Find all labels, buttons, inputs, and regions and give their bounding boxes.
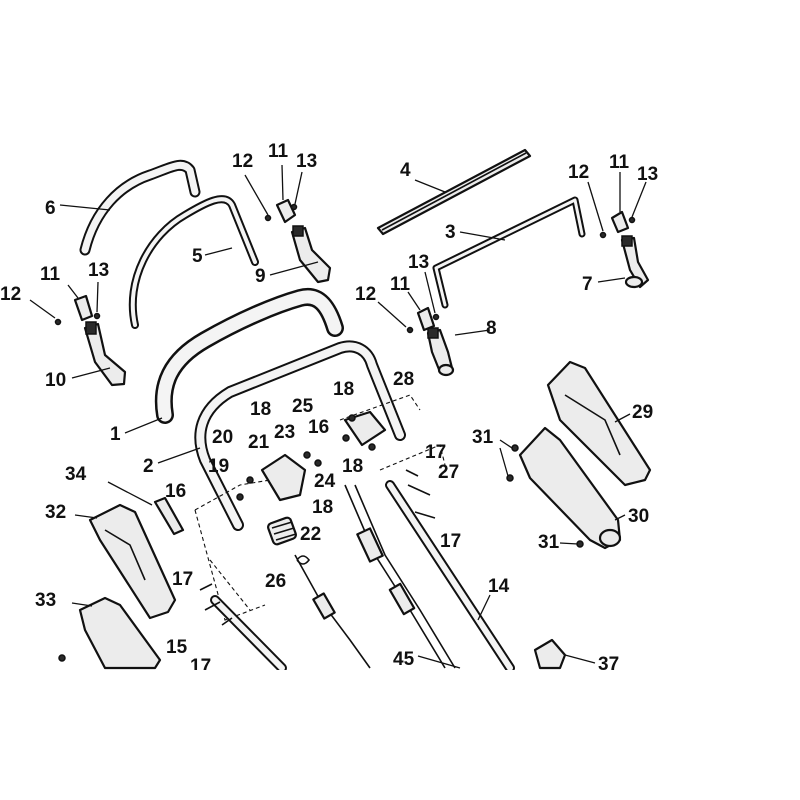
clamp-group	[54, 198, 636, 334]
label-part-12-b: 12	[0, 284, 21, 305]
label-part-14: 14	[488, 576, 510, 597]
label-part-45: 45	[393, 649, 415, 670]
label-part-4: 4	[400, 160, 411, 181]
label-part-18-c: 18	[342, 456, 363, 477]
part-3-rod	[432, 196, 586, 309]
label-part-18-b: 18	[250, 399, 271, 420]
part-34-strip	[153, 496, 185, 536]
label-part-22: 22	[300, 524, 321, 545]
label-part-37: 37	[598, 654, 619, 675]
label-part-31-a: 31	[472, 427, 494, 448]
label-part-7: 7	[582, 274, 593, 295]
control-assembly	[236, 410, 387, 546]
label-part-9: 9	[255, 266, 266, 287]
label-part-13-d: 13	[637, 164, 658, 185]
label-part-17-c: 17	[172, 569, 193, 590]
part-14-lower-tube	[385, 480, 515, 673]
part-33-frame	[58, 596, 162, 670]
label-part-11-c: 11	[390, 274, 411, 295]
bottom-whitespace	[0, 670, 800, 800]
part-30-frame	[506, 426, 622, 550]
part-37-knob	[533, 638, 567, 670]
label-part-15: 15	[166, 637, 188, 658]
label-part-21: 21	[248, 432, 270, 453]
part-1-bail-bar	[154, 287, 344, 424]
label-part-6: 6	[45, 198, 56, 219]
label-part-5: 5	[192, 246, 203, 267]
label-part-30: 30	[628, 506, 649, 527]
part-45-lower-tube	[210, 595, 287, 673]
label-part-13-b: 13	[88, 260, 109, 281]
label-part-26: 26	[265, 571, 286, 592]
label-part-16-a: 16	[308, 417, 329, 438]
label-part-25: 25	[292, 396, 314, 417]
label-part-20: 20	[212, 427, 233, 448]
label-part-12-c: 12	[355, 284, 376, 305]
label-part-13-a: 13	[296, 151, 317, 172]
part-9-bracket	[290, 225, 332, 284]
label-part-17-b: 17	[440, 531, 461, 552]
part-7-bracket	[620, 235, 650, 289]
assembly-dashed-lines	[194, 394, 446, 621]
label-part-18-a: 18	[333, 379, 354, 400]
label-part-17-a: 17	[425, 442, 446, 463]
label-part-10: 10	[45, 370, 66, 391]
label-part-13-c: 13	[408, 252, 429, 273]
part-6-upper-handle	[79, 159, 201, 256]
label-part-23: 23	[274, 422, 295, 443]
part-29-cover	[546, 360, 652, 487]
label-part-11-b: 11	[40, 264, 61, 285]
part-32-cover	[88, 503, 177, 620]
label-part-29: 29	[632, 402, 653, 423]
label-part-16-b: 16	[165, 481, 186, 502]
part-8-bracket	[426, 327, 455, 377]
label-part-1: 1	[110, 424, 121, 445]
label-part-11-a: 11	[268, 141, 289, 162]
part-10-bracket	[83, 321, 127, 387]
part-labels: 6 5 9 10 1 2 4 3 7 8 12 11 13 12 11 13 1…	[0, 141, 658, 677]
label-part-32: 32	[45, 502, 66, 523]
part-2-handle-frame	[194, 340, 406, 531]
label-part-31-b: 31	[538, 532, 560, 553]
label-part-12-d: 12	[568, 162, 589, 183]
label-part-3: 3	[445, 222, 456, 243]
label-part-11-d: 11	[609, 152, 630, 173]
label-part-18-d: 18	[312, 497, 333, 518]
label-part-34: 34	[65, 464, 87, 485]
label-part-19: 19	[208, 456, 229, 477]
label-part-27: 27	[438, 462, 459, 483]
leader-lines	[29, 164, 647, 669]
bolt-group	[199, 469, 436, 626]
label-part-28: 28	[393, 369, 414, 390]
part-5-curved-rod	[128, 195, 259, 329]
label-part-33: 33	[35, 590, 56, 611]
label-part-12-a: 12	[232, 151, 253, 172]
label-part-2: 2	[143, 456, 154, 477]
part-4-flat-bar	[376, 148, 532, 236]
cable-group	[294, 484, 456, 669]
label-part-24: 24	[314, 471, 336, 492]
label-part-8: 8	[486, 318, 497, 339]
